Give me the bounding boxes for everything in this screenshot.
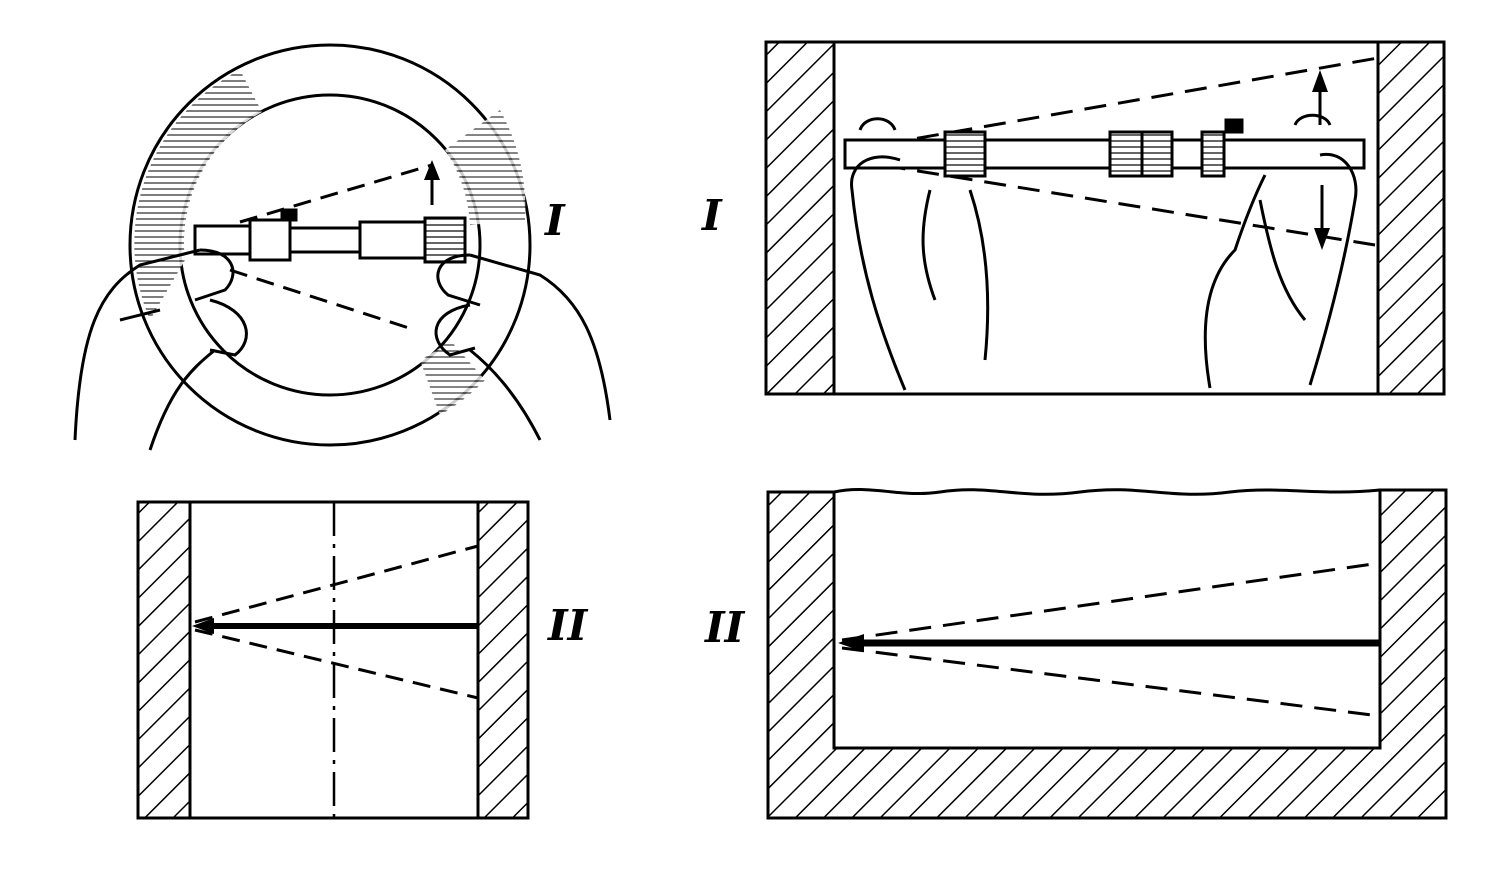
open-bore-arrow-left-icon (192, 618, 214, 634)
arrow-head-up-icon (424, 160, 440, 180)
open-bore-swing-lines (194, 544, 479, 700)
gauge-swing-lines (229, 163, 433, 332)
bore-left-wall (764, 40, 836, 396)
bore-view-panel: I (701, 40, 1446, 396)
panel-label-ring-view: I (544, 196, 566, 245)
open-bore-section-panel: II (136, 500, 589, 820)
bore-hands (850, 113, 1358, 391)
inside-micrometer-gauge (193, 208, 467, 264)
blind-bore-body (766, 488, 1448, 820)
blind-bore-arrow-left-icon (838, 634, 864, 652)
bore-right-wall (1376, 40, 1446, 396)
open-bore-right-wall (476, 500, 530, 820)
blind-bore-section-panel: II (704, 488, 1448, 820)
blind-bore-swing-lines (841, 561, 1381, 718)
bore-micrometer-gauge (843, 118, 1366, 178)
panel-label-open-bore-section: II (547, 601, 589, 650)
bore-swing-lines (849, 56, 1379, 247)
panel-label-bore-view: I (701, 191, 723, 240)
hands-right (434, 253, 612, 441)
open-bore-left-wall (136, 500, 192, 820)
bore-arrow-down-icon (1314, 228, 1330, 250)
ring-view-panel: I (73, 43, 612, 451)
hands-left (73, 248, 248, 451)
blind-bore-break-line (833, 488, 1381, 496)
bore-arrow-up-icon (1312, 70, 1328, 92)
panel-label-blind-bore-section: II (704, 603, 746, 652)
